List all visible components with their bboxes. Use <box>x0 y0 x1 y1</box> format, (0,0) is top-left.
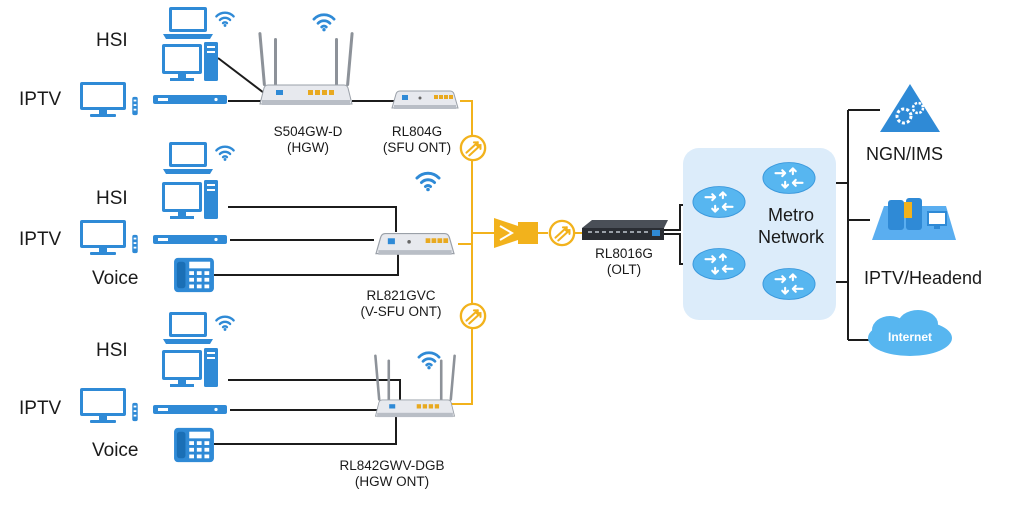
fiber-link-rl804 <box>460 100 473 233</box>
splitter-icon <box>494 218 538 248</box>
eth-link-9 <box>214 416 397 445</box>
device-model: S504GW-D <box>273 124 343 139</box>
device-model: RL804G <box>391 124 443 139</box>
desktop-pc-icon <box>162 180 218 219</box>
remote-icon <box>132 402 138 422</box>
hsi-label-2: HSI <box>96 188 128 209</box>
ngn-ims-label: NGN/IMS <box>866 144 944 164</box>
ngn-ims-icon <box>880 84 940 132</box>
device-model: RL842GWV-DGB <box>339 458 445 473</box>
device-model: RL821GVC <box>366 288 436 303</box>
eth-link-6 <box>214 252 399 276</box>
eth-link-1 <box>217 57 269 97</box>
device-role: (HGW) <box>287 140 329 155</box>
wifi-icon <box>215 145 235 162</box>
laptop-icon <box>163 7 213 39</box>
set-top-box-icon <box>153 405 227 414</box>
device-label-rl804: RL804G (SFU ONT) <box>372 124 462 156</box>
hsi-label-1: HSI <box>96 30 128 51</box>
laptop-icon <box>163 142 213 174</box>
connector-icon <box>459 134 487 162</box>
iptv-label-2: IPTV <box>19 229 62 250</box>
ip-phone-icon <box>174 427 214 463</box>
set-top-box-icon <box>153 235 227 244</box>
device-role: (HGW ONT) <box>354 474 430 489</box>
voice-label-3: Voice <box>92 440 139 461</box>
network-switch-icon <box>692 185 746 219</box>
desktop-pc-icon <box>162 348 218 387</box>
router-icon <box>373 353 457 418</box>
hsi-label-3: HSI <box>96 340 128 361</box>
device-label-rl821: RL821GVC (V-SFU ONT) <box>346 288 456 320</box>
eth-link-4 <box>228 206 397 232</box>
desktop-pc-icon <box>162 42 218 81</box>
iptv-label-3: IPTV <box>19 398 62 419</box>
device-label-olt: RL8016G (OLT) <box>578 246 670 278</box>
remote-icon <box>132 234 138 254</box>
server-icon <box>872 198 956 240</box>
device-label-s504: S504GW-D (HGW) <box>258 124 358 156</box>
laptop-icon <box>163 312 213 344</box>
wifi-icon <box>215 315 235 332</box>
wifi-icon <box>415 171 441 192</box>
iptv-headend-label: IPTV/Headend <box>864 268 983 288</box>
tv-monitor-icon <box>80 388 126 423</box>
router-icon <box>257 31 355 106</box>
olt-icon <box>582 220 668 240</box>
device-model: RL8016G <box>595 246 653 261</box>
set-top-box-icon <box>153 95 227 104</box>
connector-icon <box>459 302 487 330</box>
ont-icon <box>375 232 455 256</box>
internet-label: Internet <box>887 330 932 344</box>
eth-link-7 <box>228 379 401 400</box>
network-switch-icon <box>762 161 816 195</box>
network-switch-icon <box>762 267 816 301</box>
connector-icon <box>548 219 576 247</box>
voice-label-2: Voice <box>92 268 139 289</box>
wifi-icon <box>312 13 336 32</box>
metro-line-2: Network <box>757 227 824 247</box>
network-switch-icon <box>692 247 746 281</box>
ont-icon <box>391 90 459 110</box>
device-label-rl842: RL842GWV-DGB (HGW ONT) <box>330 458 454 490</box>
wifi-icon <box>417 351 441 370</box>
remote-icon <box>132 96 138 116</box>
metro-line-1: Metro <box>767 205 814 225</box>
device-role: (OLT) <box>606 262 642 277</box>
metro-network-label: Metro Network <box>746 204 836 248</box>
device-role: (SFU ONT) <box>382 140 452 155</box>
wifi-icon <box>215 11 235 28</box>
tv-monitor-icon <box>80 82 126 117</box>
device-role: (V-SFU ONT) <box>360 304 442 319</box>
iptv-label-1: IPTV <box>19 89 62 110</box>
cloud-icon <box>868 310 952 356</box>
tv-monitor-icon <box>80 220 126 255</box>
ip-phone-icon <box>174 257 214 293</box>
